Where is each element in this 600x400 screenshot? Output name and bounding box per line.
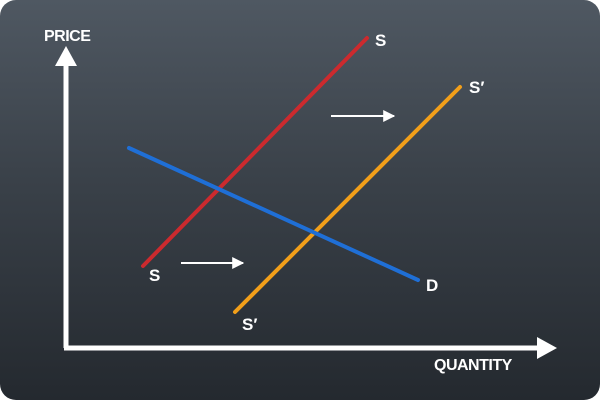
- demand-curve: [127, 146, 420, 282]
- supply-curve-label-top: S: [375, 31, 386, 50]
- y-axis-arrowhead: [55, 46, 77, 66]
- shifted-supply-label-bottom: S′: [242, 315, 257, 334]
- demand-curve-label: D: [426, 276, 438, 295]
- shifted-supply-curve: [233, 85, 462, 314]
- supply-curve: [141, 36, 369, 268]
- shifted-supply-label-top: S′: [469, 78, 484, 97]
- y-axis-label: PRICE: [44, 28, 91, 45]
- x-axis-label: QUANTITY: [434, 357, 513, 374]
- supply-curve-label-bottom: S: [149, 266, 160, 285]
- x-axis-arrowhead: [537, 337, 557, 359]
